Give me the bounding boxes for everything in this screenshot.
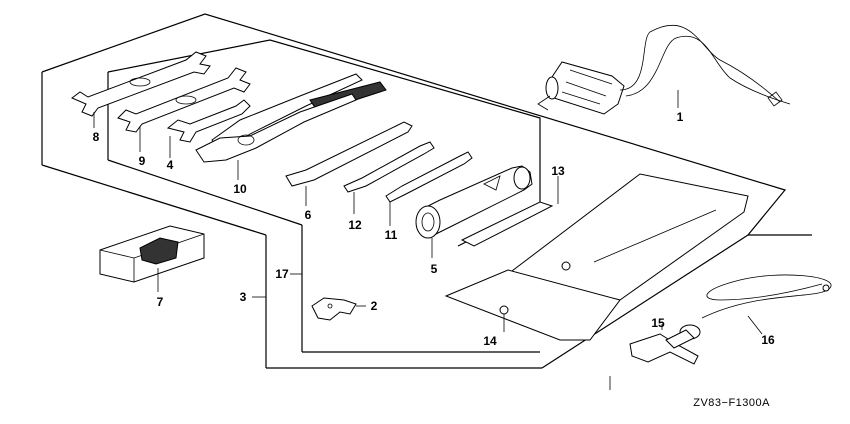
label-5: 5 [431,262,438,276]
spark-plug-box-7-icon [99,225,205,283]
label-10: 10 [233,182,247,196]
starter-grip-1-icon [537,25,791,115]
label-11: 11 [385,228,398,242]
label-16: 16 [761,333,775,347]
starter-rope-16-icon [701,274,832,319]
label-15: 15 [651,316,665,330]
label-13: 13 [551,164,565,178]
label-17: 17 [275,267,289,281]
label-7: 7 [157,295,164,309]
label-14: 14 [483,334,497,348]
pliers-10-icon [195,73,387,163]
socket-wrench-5-icon [415,165,533,239]
label-6: 6 [305,208,312,222]
screwdriver-6-icon [285,121,413,187]
wrench-8-icon [71,51,211,117]
label-3: 3 [240,290,247,304]
rod-13-icon [460,201,554,247]
label-4: 4 [167,158,174,172]
clip-2-icon [311,297,357,321]
leader-lines [93,90,763,390]
starter-handle-15-icon [629,324,701,365]
part-labels: 8 9 4 10 6 12 11 5 13 1 7 2 3 17 14 15 1… [93,110,775,348]
label-2: 2 [371,299,378,313]
diagram-code: ZV83−F1300A [693,397,770,409]
label-1: 1 [677,110,684,124]
screwdriver-12-icon [343,141,435,193]
wrench-9-icon [117,67,251,133]
label-8: 8 [93,130,100,144]
label-12: 12 [348,218,362,232]
tool-bag-14-icon [444,173,749,341]
label-9: 9 [139,154,146,168]
wrench-4-icon [166,99,251,143]
handle-bar-11-icon [385,151,473,203]
kit-3-boundary [41,13,812,369]
